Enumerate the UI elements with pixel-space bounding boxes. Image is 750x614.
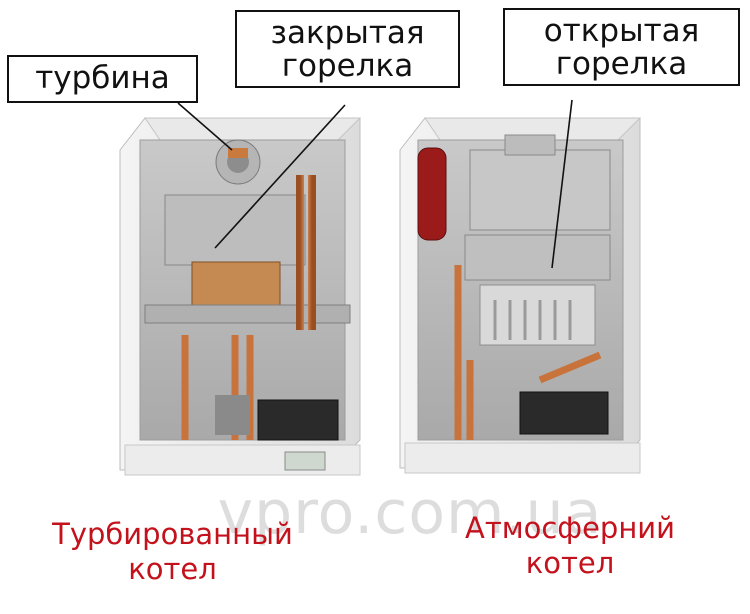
atmospheric-caption-line1: Атмосферний — [465, 511, 675, 545]
open-burner — [479, 284, 596, 346]
open-burner-label-line1: открытая — [543, 13, 700, 49]
atmospheric-boiler-caption: Атмосферний котел — [420, 511, 720, 581]
turbo-boiler — [119, 117, 362, 476]
atmospheric-caption-line2: котел — [525, 545, 615, 580]
closed-burner-label-line2: горелка — [281, 47, 414, 84]
watermark: vpro.com.ua — [217, 478, 603, 548]
atmospheric-boiler — [399, 117, 642, 474]
turbine-label: турбина — [7, 55, 198, 103]
leader-lines — [177, 99, 573, 269]
open-burner-label: открытая горелка — [503, 8, 740, 86]
turbo-caption-line1: Турбированный — [52, 517, 293, 551]
closed-burner-label-line1: закрытая — [270, 15, 425, 51]
expansion-tank — [417, 147, 447, 241]
turbo-boiler-caption: Турбированный котел — [0, 517, 345, 587]
turbine-label-text: турбина — [35, 60, 170, 96]
open-burner-label-line2: горелка — [555, 45, 688, 82]
turbo-caption-line2: котел — [128, 551, 217, 586]
turbine-fan — [215, 139, 261, 185]
closed-burner-label: закрытая горелка — [235, 10, 460, 88]
